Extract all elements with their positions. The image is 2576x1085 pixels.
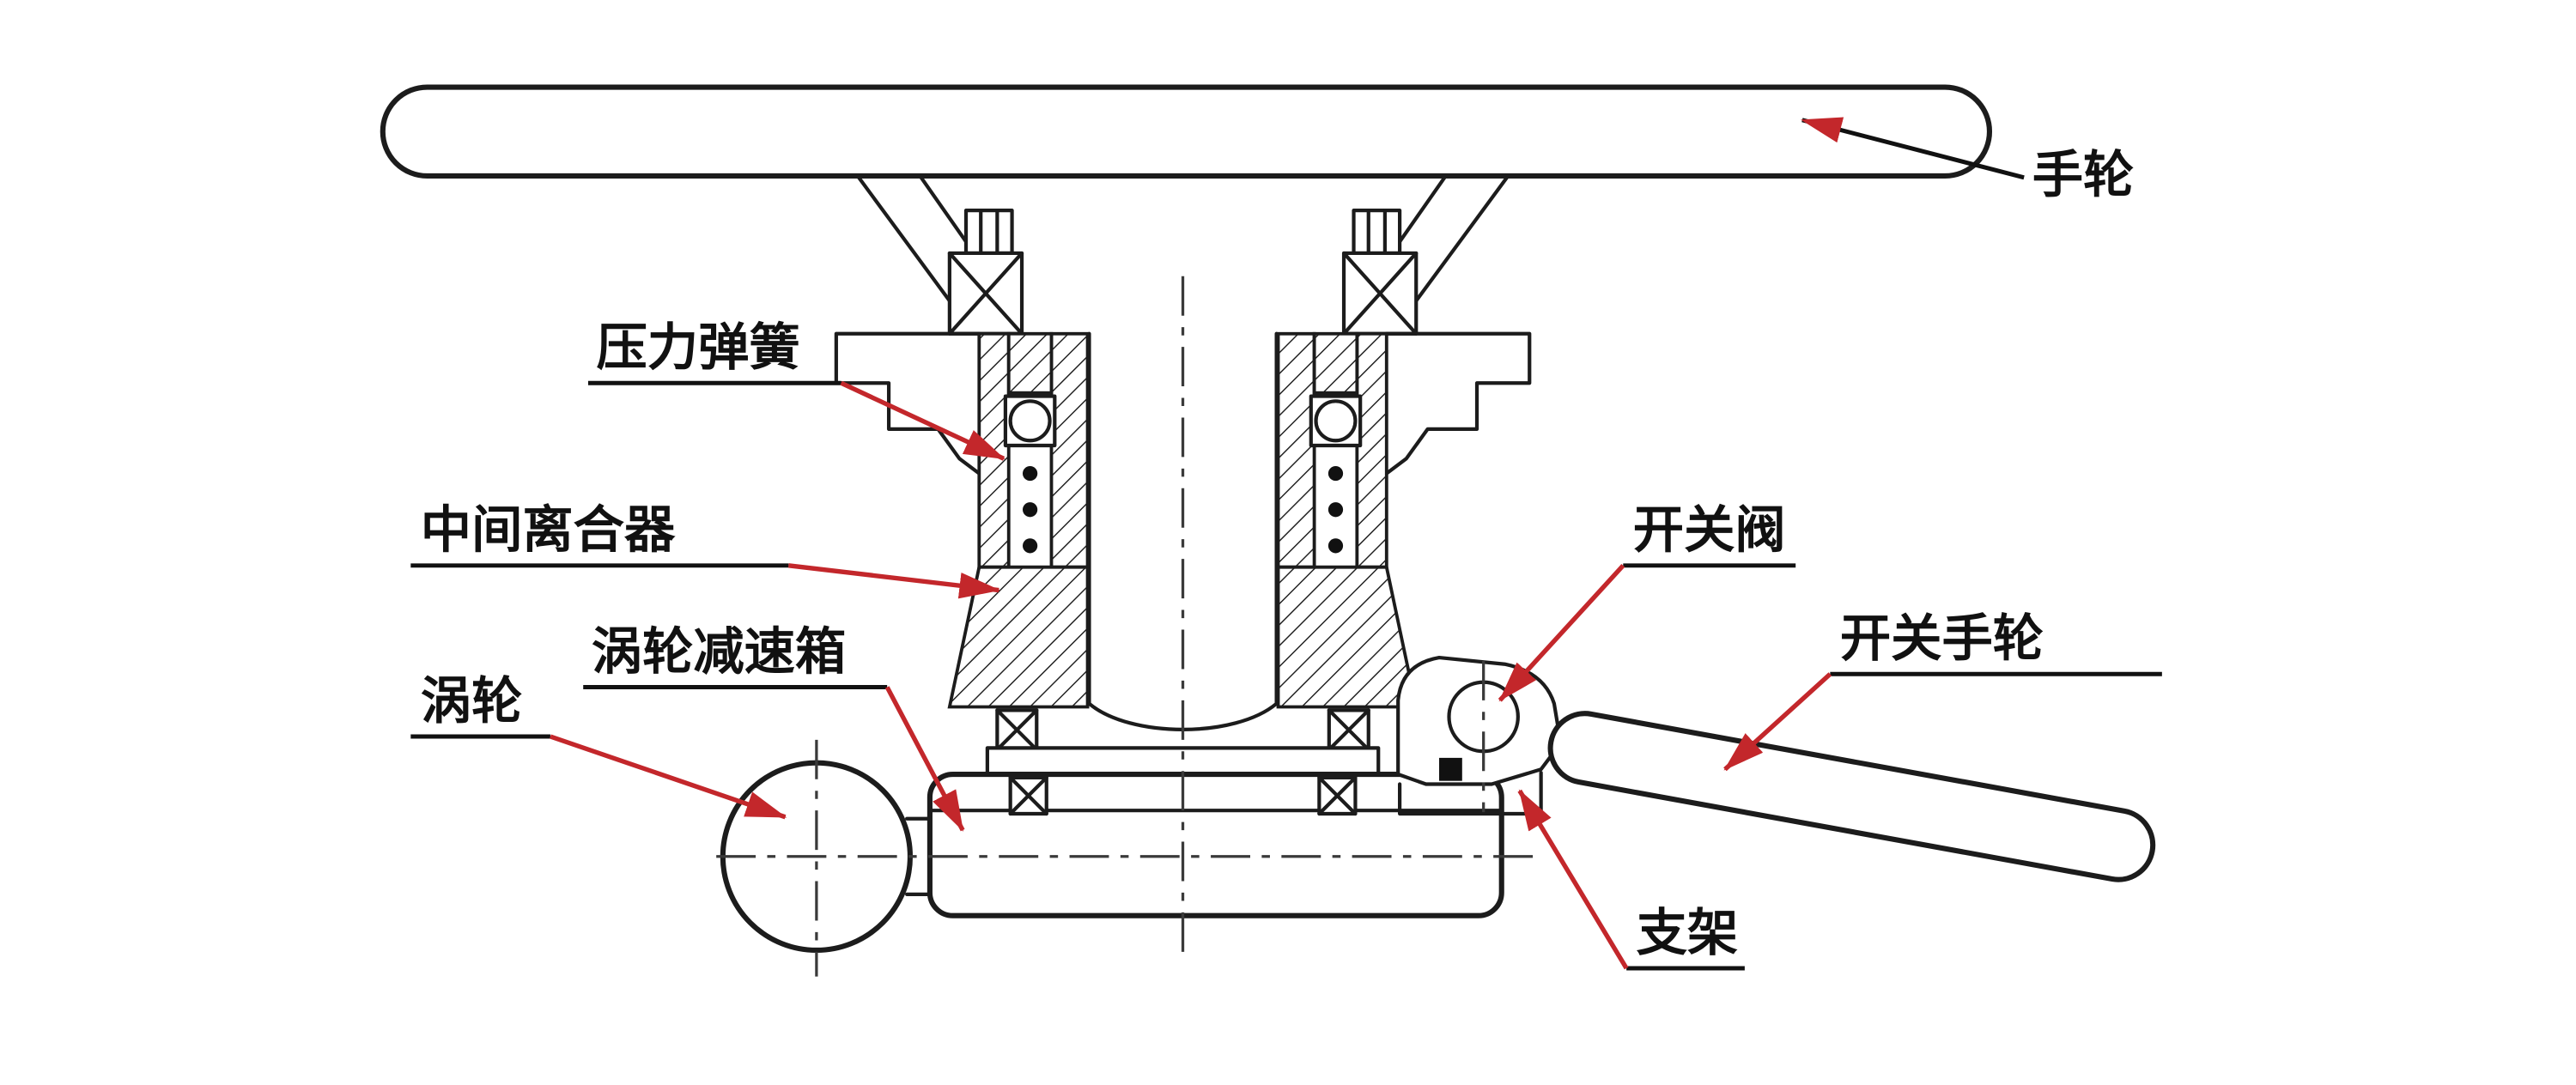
hatch-strip-right-inner	[1276, 331, 1316, 569]
worm-gearbox	[905, 746, 1504, 918]
handwheel-rim	[380, 84, 1993, 334]
castle-nut-right	[1352, 209, 1402, 256]
leader-arrow-worm-wheel	[550, 734, 787, 820]
bracket-pivot-block	[1439, 757, 1462, 781]
leader-arrow-pressure-spring	[840, 380, 1005, 461]
castle-nut-left	[963, 209, 1014, 256]
label-pressure-spring: 压力弹簧	[597, 318, 800, 376]
seal-symbol-left-upper	[995, 708, 1039, 752]
switch-handle-bar	[1547, 711, 2156, 882]
label-intermediate-clutch: 中间离合器	[421, 501, 676, 559]
label-worm-gear-reducer: 涡轮减速箱	[592, 622, 846, 680]
spring-coil-dot	[1327, 465, 1344, 482]
leader-arrow-bracket	[1517, 789, 1629, 970]
spring-coil-dot	[1023, 538, 1038, 554]
leader-arrow-switch-valve	[1498, 564, 1625, 702]
clutch-cone-left	[947, 565, 1090, 709]
label-worm-wheel: 涡轮	[421, 672, 523, 730]
leader-arrow-handwheel	[1801, 117, 2025, 180]
spring-coil-dot	[1023, 502, 1038, 518]
hub-assembly	[834, 209, 1532, 752]
handwheel-disc-line-left-inner	[918, 173, 969, 244]
hub-arm-left	[834, 331, 981, 476]
detent-ball-right	[1314, 399, 1358, 443]
spring-coil-dot	[1023, 465, 1038, 482]
label-bracket: 支架	[1637, 904, 1739, 961]
bearing-symbol-left	[947, 251, 1024, 336]
switch-valve-assembly	[1396, 655, 2156, 882]
hatch-strip-left-inner	[1049, 331, 1090, 569]
leader-arrow-intermediate-clutch	[788, 563, 1001, 599]
leader-arrow-worm-gear-reducer	[884, 686, 965, 832]
spring-coil-dot	[1327, 538, 1344, 554]
handwheel-disc-line-right-inner	[1397, 173, 1448, 244]
leader-arrow-switch-handwheel	[1723, 672, 1832, 772]
label-handwheel: 手轮	[2032, 146, 2135, 203]
switch-handle	[1547, 711, 2156, 882]
hub-arm-right	[1384, 331, 1532, 476]
hatch-strip-right-outer	[1355, 331, 1388, 569]
clutch-cone-right	[1276, 565, 1419, 709]
bearing-symbol-right	[1341, 251, 1419, 336]
hatch-cap-left	[1006, 331, 1054, 395]
leader-lines	[410, 117, 2162, 971]
seal-symbol-left-lower	[1008, 775, 1048, 816]
labels: 压力弹簧 中间离合器 涡轮减速箱 涡轮 手轮 开关阀 开关手轮 支架	[421, 146, 2135, 961]
handwheel-rim-section	[380, 84, 1993, 179]
centerlines	[716, 276, 1545, 977]
label-switch-handwheel: 开关手轮	[1840, 609, 2044, 667]
hatch-cap-right	[1312, 331, 1359, 395]
label-switch-valve: 开关阀	[1633, 501, 1786, 559]
spring-coil-dot	[1327, 502, 1344, 518]
seal-symbol-right-upper	[1327, 708, 1370, 752]
seal-symbol-right-lower	[1317, 775, 1358, 816]
detent-ball-left	[1008, 399, 1052, 443]
